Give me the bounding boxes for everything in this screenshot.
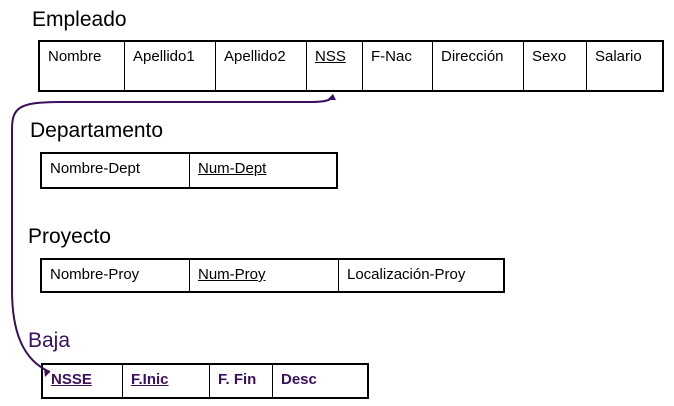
proyecto-title: Proyecto	[28, 225, 111, 248]
empleado-attr-fnac: F-Nac	[363, 42, 433, 90]
baja-attr-nsse-key: NSSE	[43, 365, 123, 397]
proyecto-attr-num-proy-key: Num-Proy	[190, 260, 339, 291]
connector-line	[11, 96, 334, 373]
empleado-attr-nss-key: NSS	[307, 42, 363, 90]
proyecto-attr-nombre-proy: Nombre-Proy	[42, 260, 190, 291]
empleado-attr-nombre: Nombre	[40, 42, 125, 90]
empleado-title: Empleado	[32, 8, 127, 31]
empleado-attr-apellido2: Apellido2	[216, 42, 307, 90]
empleado-attr-salario: Salario	[595, 48, 642, 65]
baja-table: NSSE F.Inic F. Fin Desc	[41, 363, 369, 399]
departamento-attr-nombre-dept: Nombre-Dept	[42, 154, 190, 187]
connector-start-arrowhead	[44, 368, 50, 377]
baja-attr-desc: Desc	[281, 371, 317, 388]
empleado-attr-sexo: Sexo	[524, 42, 587, 90]
departamento-title: Departamento	[30, 119, 164, 142]
departamento-table: Nombre-Dept Num-Dept	[40, 152, 338, 189]
connector-arrowhead	[327, 94, 336, 100]
baja-attr-finic-key: F.Inic	[123, 365, 210, 397]
empleado-attr-direccion: Dirección	[433, 42, 524, 90]
baja-attr-ffin: F. Fin	[210, 365, 273, 397]
empleado-table: Nombre Apellido1 Apellido2 NSS F-Nac Dir…	[38, 40, 664, 92]
proyecto-table: Nombre-Proy Num-Proy Localización-Proy	[40, 258, 505, 293]
baja-title: Baja	[28, 329, 71, 352]
empleado-attr-apellido1: Apellido1	[125, 42, 216, 90]
proyecto-attr-localizacion-proy: Localización-Proy	[347, 266, 466, 283]
departamento-attr-num-dept-key: Num-Dept	[198, 160, 267, 177]
